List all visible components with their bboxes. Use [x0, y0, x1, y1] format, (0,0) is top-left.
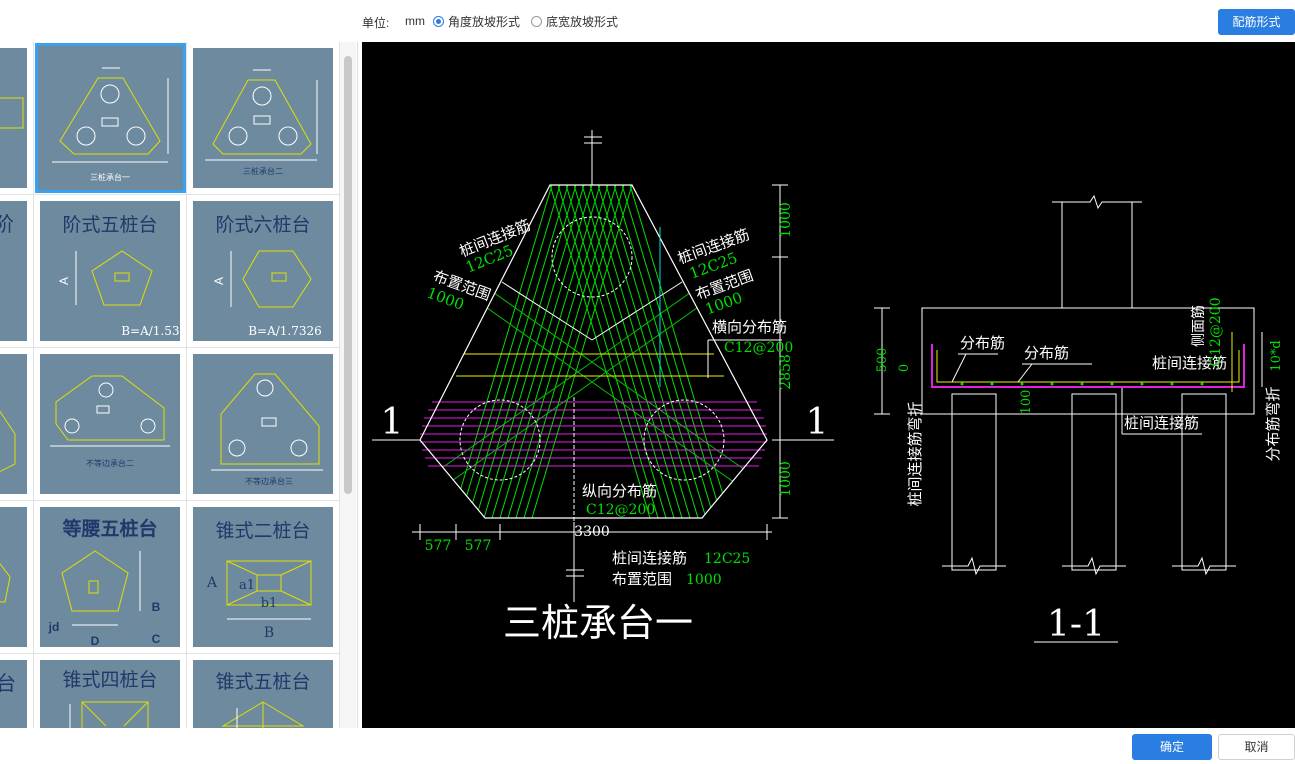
dim-577-a: 577 — [425, 538, 452, 554]
section-view: 500 0 100 10*d 分布筋 分布筋 桩间连接筋 桩间连接筋 侧面筋 C… — [874, 194, 1284, 645]
thumb-partial-title: 台 — [0, 671, 16, 695]
thumb-title-cone-4: 锥式四桩台 — [62, 669, 157, 691]
label-transverse-dist: 横向分布筋 — [712, 318, 787, 336]
template-thumb-stepped-6[interactable]: 阶式六桩台 A B=A/1.7326 — [193, 201, 333, 341]
thumb-title-stepped-6: 阶式六桩台 — [215, 214, 310, 236]
thumb-formula-stepped-5: B=A/1.5385 — [121, 324, 180, 338]
unit-label: 单位: — [362, 16, 390, 30]
template-thumb-partial[interactable] — [0, 354, 27, 494]
template-thumb-partial[interactable]: 台 — [0, 660, 27, 728]
thumb-label-C: C — [152, 632, 161, 646]
radio-width-slope[interactable]: 底宽放坡形式 — [531, 13, 618, 30]
dim-width: 3300 — [574, 524, 610, 540]
thumb-label-D: D — [91, 634, 100, 647]
thumb-formula-stepped-6: B=A/1.7326 — [248, 324, 322, 338]
thumb-title-cone-2: 锥式二桩台 — [215, 520, 310, 542]
section-title: 1-1 — [1047, 604, 1105, 645]
sec-label-side: 侧面筋 — [1190, 305, 1207, 347]
thumb-label-B: B — [264, 625, 274, 641]
dim-bot: 1000 — [778, 461, 794, 497]
sec-label-dist-2: 分布筋 — [1024, 344, 1069, 362]
top-toolbar: 单位: mm 角度放坡形式 底宽放坡形式 配筋形式 — [0, 0, 1295, 42]
rebar-horizontal-band — [420, 401, 767, 467]
cad-drawing: 1000 2858 1000 577 577 3300 1 1 桩间连接筋 12… — [372, 130, 1284, 645]
template-thumb-stepped-5[interactable]: 阶式五桩台 A B=A/1.5385 — [40, 201, 180, 341]
thumb-title-pile-cap-3-1: 三桩承台一 — [90, 172, 130, 182]
thumbnail-scrollbar-thumb[interactable] — [344, 56, 352, 494]
label-rebar-between-bottom-spec: 12C25 — [704, 551, 750, 567]
rebar-form-button[interactable]: 配筋形式 — [1218, 9, 1295, 35]
dialog-footer: 确定 取消 — [0, 728, 1295, 764]
grid-divider — [339, 42, 340, 728]
thumb-label-A: A — [212, 277, 226, 285]
sec-label-between-1: 桩间连接筋 — [1152, 354, 1227, 372]
radio-angle-slope-label: 角度放坡形式 — [448, 15, 521, 29]
grid-divider — [186, 42, 187, 728]
sec-label-right-vertical: 分布筋弯折 — [1264, 386, 1282, 461]
plan-view: 1000 2858 1000 577 577 3300 1 1 桩间连接筋 12… — [372, 130, 834, 645]
label-layout-range-bottom: 布置范围 — [612, 570, 672, 588]
svg-text:阶: 阶 — [0, 212, 14, 236]
radio-width-slope-label: 底宽放坡形式 — [546, 15, 619, 29]
sec-dim-100: 100 — [1019, 390, 1034, 415]
thumb-label-A: A — [206, 575, 218, 591]
grid-divider — [33, 42, 34, 728]
template-thumb-partial[interactable] — [0, 48, 27, 188]
sec-dim-0: 0 — [897, 364, 912, 372]
grid-divider — [0, 194, 340, 195]
radio-dot-checked — [433, 16, 444, 27]
label-transverse-dist-spec: C12@200 — [724, 340, 793, 356]
rebar-band-left-diagonal — [451, 185, 633, 518]
template-thumb-pile-cap-3-2[interactable]: 三桩承台二 — [193, 48, 333, 188]
thumb-label-a1: a1 — [239, 578, 255, 593]
template-list-panel: 阶 台 三桩承台一 — [0, 42, 358, 728]
radio-dot-unchecked — [531, 16, 542, 27]
template-thumb-pile-cap-3-1[interactable]: 三桩承台一 — [35, 43, 186, 193]
template-thumb-isosceles-5[interactable]: 等腰五桩台 B C jd D — [40, 507, 180, 647]
template-thumb-cone-4[interactable]: 锥式四桩台 — [40, 660, 180, 728]
plan-title: 三桩承台一 — [503, 601, 693, 645]
thumb-title-isosceles-5: 等腰五桩台 — [61, 517, 157, 540]
thumb-title-unequal-3: 不等边承台三 — [245, 476, 293, 486]
label-layout-range-bottom-value: 1000 — [686, 572, 722, 588]
label-rebar-between-bottom: 桩间连接筋 — [612, 549, 687, 567]
dim-577-b: 577 — [465, 538, 492, 554]
thumb-title-unequal-2: 不等边承台二 — [86, 458, 134, 468]
section-mark-left: 1 — [381, 402, 404, 443]
radio-angle-slope[interactable]: 角度放坡形式 — [433, 13, 520, 30]
dim-mid: 2858 — [778, 354, 794, 390]
template-thumb-unequal-3[interactable]: 不等边承台三 — [193, 354, 333, 494]
thumb-title-stepped-5: 阶式五桩台 — [62, 214, 157, 236]
thumb-label-B: B — [152, 600, 161, 614]
template-thumb-partial[interactable]: 阶 — [0, 201, 27, 341]
thumb-title-pile-cap-3-2: 三桩承台二 — [243, 166, 283, 176]
template-thumb-partial[interactable] — [0, 507, 27, 647]
template-thumb-cone-5[interactable]: 锥式五桩台 — [193, 660, 333, 728]
sec-dim-500: 500 — [875, 348, 890, 373]
thumb-label-A: A — [57, 277, 71, 285]
sec-label-side-spec: C12@200 — [1208, 297, 1224, 366]
cancel-button[interactable]: 取消 — [1218, 734, 1295, 760]
dim-top: 1000 — [778, 202, 794, 238]
cad-preview: 1000 2858 1000 577 577 3300 1 1 桩间连接筋 12… — [362, 42, 1295, 728]
unit-value: mm — [405, 14, 425, 28]
template-thumb-cone-2[interactable]: 锥式二桩台 a1 b1 A B — [193, 507, 333, 647]
grid-divider — [0, 653, 340, 654]
grid-divider — [0, 500, 340, 501]
thumb-label-b1: b1 — [261, 596, 278, 611]
label-longitudinal-dist-spec: C12@200 — [586, 502, 655, 518]
label-longitudinal-dist: 纵向分布筋 — [582, 482, 657, 500]
template-thumb-unequal-2[interactable]: 不等边承台二 — [40, 354, 180, 494]
sec-dim-10d: 10*d — [1269, 340, 1284, 371]
section-mark-right: 1 — [806, 402, 829, 443]
thumb-title-cone-5: 锥式五桩台 — [215, 671, 310, 693]
template-grid: 阶 台 三桩承台一 — [0, 42, 340, 728]
sec-label-between-2: 桩间连接筋 — [1124, 414, 1199, 432]
sec-label-dist-1: 分布筋 — [960, 334, 1005, 352]
ok-button[interactable]: 确定 — [1132, 734, 1212, 760]
sec-label-left-vertical: 桩间连接筋弯折 — [906, 401, 924, 506]
thumb-label-jd: jd — [48, 620, 60, 634]
grid-divider — [0, 347, 340, 348]
